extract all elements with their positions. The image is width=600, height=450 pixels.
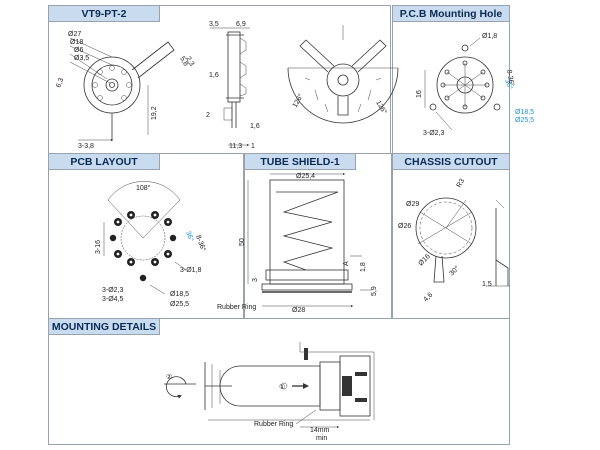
vt9-socket-rear (287, 25, 399, 124)
vt9-label-23: 2,3 (184, 56, 195, 68)
vt9-label-2: 2 (206, 112, 210, 119)
header-chassis: CHASSIS CUTOUT (392, 153, 510, 170)
vt9-label-d27: Ø27 (68, 31, 81, 38)
vt9-label-38: 3-3,8 (78, 143, 94, 150)
pcb-hole-label-16: 16 (416, 90, 423, 98)
vt9-label-16b: 1,6 (250, 123, 260, 130)
pcb-hole-label-d255: Ø25,5 (515, 117, 534, 124)
mount-label-rubber: Rubber Ring (254, 421, 293, 428)
pcb-hole-label-d185: Ø18,5 (515, 109, 534, 116)
vt9-label-113: 11,3 (229, 143, 242, 150)
mount-step-2: ② (166, 373, 172, 381)
tube-shield-drawing (247, 172, 372, 308)
shield-label-rubber: Rubber Ring (217, 304, 256, 311)
layout-label-d255: Ø25,5 (170, 301, 189, 308)
layout-label-16: 3-16 (95, 240, 102, 254)
chassis-label-30: 30° (448, 264, 461, 277)
layout-label-d23: 3-Ø2,3 (102, 287, 124, 294)
vt9-label-16: 1,6 (209, 72, 219, 79)
layout-label-d18: 3-Ø1,8 (180, 267, 202, 274)
layout-label-d185: Ø18,5 (170, 291, 189, 298)
pcb-hole-label-8x36: 8-36° (505, 69, 516, 87)
pcb-hole-label-d23: 3-Ø2,3 (423, 130, 445, 137)
layout-label-8x36: 8-36° (194, 234, 207, 253)
header-vt9: VT9-PT-2 (48, 5, 160, 22)
layout-label-108: 108° (136, 184, 151, 192)
vt9-label-58: 5,8 (178, 56, 189, 68)
vt9-label-d6: Ø6 (74, 47, 83, 54)
chassis-label-d29: Ø29 (406, 201, 419, 208)
vt9-label-69: 6,9 (236, 21, 246, 28)
panel-vt9 (48, 5, 391, 155)
chassis-label-r3: R3 (456, 178, 467, 189)
shield-label-3: 3 (252, 278, 259, 282)
layout-label-36: 36° (184, 230, 195, 243)
shield-label-18: 1,8 (360, 262, 367, 272)
layout-label-d45: 3-Ø4,5 (102, 296, 124, 303)
header-tube-shield: TUBE SHIELD-1 (244, 153, 356, 170)
panel-pcb-hole (392, 5, 510, 155)
mounting-assembly-drawing (164, 342, 375, 429)
panel-tube-shield (244, 153, 392, 319)
panel-chassis (392, 153, 510, 319)
mount-step-1: ① (279, 383, 285, 391)
chassis-label-d16: Ø16 (417, 253, 431, 267)
mount-label-min: min (316, 435, 327, 442)
chassis-label-15: 1,5 (482, 281, 492, 288)
vt9-socket-front (69, 37, 175, 142)
shield-label-59: 5,9 (371, 286, 378, 296)
pcb-hole-label-d18: Ø1,8 (482, 33, 497, 40)
pcb-hole-pattern (424, 37, 501, 131)
pcb-layout-pattern (103, 181, 187, 295)
vt9-label-35: 3,5 (209, 21, 219, 28)
vt9-label-192: 19,2 (151, 106, 158, 120)
vt9-label-63: 6,3 (55, 77, 65, 89)
header-mounting: MOUNTING DETAILS (48, 318, 160, 335)
shield-label-50: 50 (239, 238, 246, 246)
shield-label-a: A (343, 261, 350, 266)
vt9-socket-side (210, 27, 250, 147)
chassis-cutout-drawing (415, 197, 510, 287)
shield-label-d28: Ø28 (292, 307, 305, 314)
vt9-label-1: 1 (251, 143, 255, 150)
pcb-hole-label-36: 36° (503, 78, 514, 91)
header-pcb-hole: P.C.B Mounting Hole (392, 5, 510, 22)
shield-label-d254: Ø25,4 (296, 173, 315, 180)
chassis-label-d26: Ø26 (398, 223, 411, 230)
vt9-label-d18: Ø18 (70, 39, 83, 46)
panel-mounting (48, 318, 510, 445)
rear-label-126a: 126° (291, 92, 305, 109)
chassis-label-46: 4,6 (422, 292, 434, 304)
vt9-label-d35: Ø3,5 (74, 55, 89, 62)
mount-label-14mm: 14mm (310, 427, 330, 434)
header-pcb-layout: PCB LAYOUT (48, 153, 160, 170)
